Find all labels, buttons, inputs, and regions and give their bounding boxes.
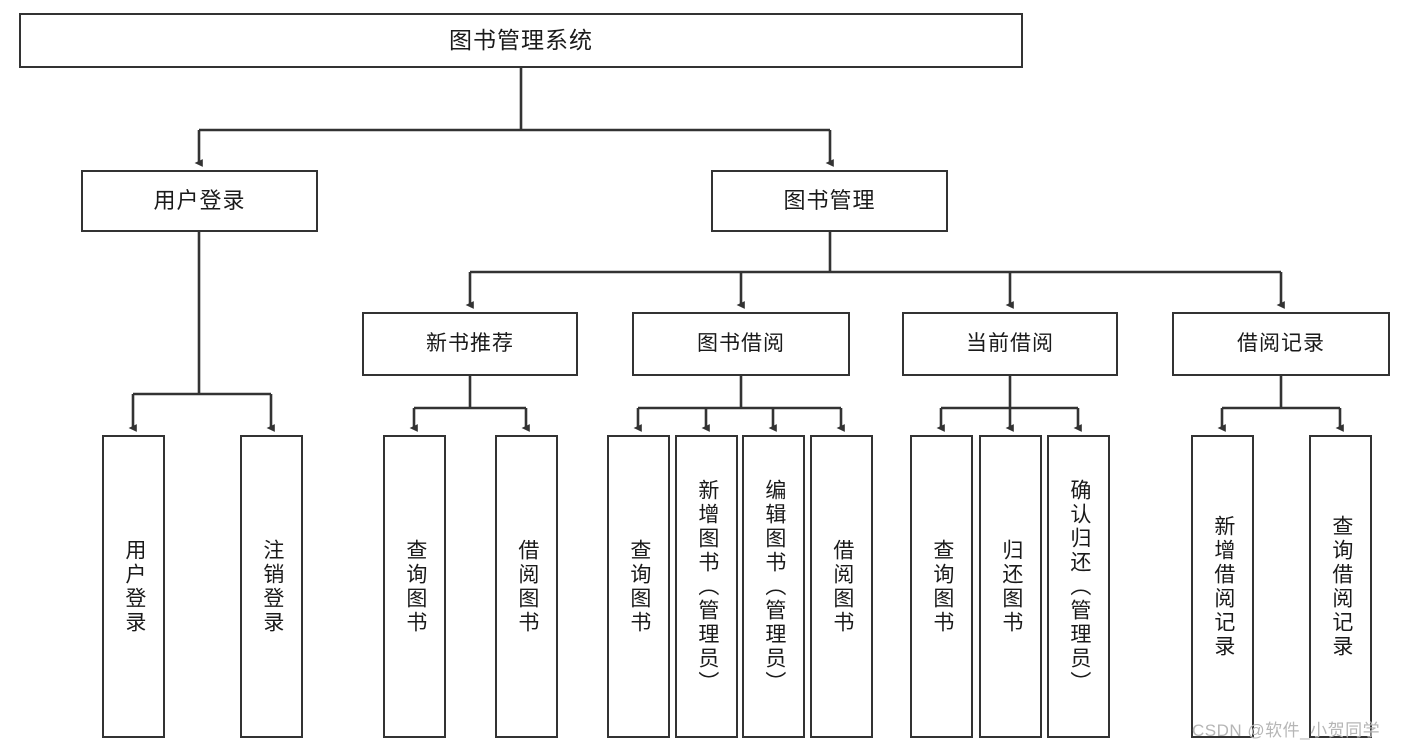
leaf-borrow-edit-book-admin[interactable]: 编辑图书（管理员）	[742, 435, 805, 738]
node-label: 借阅记录	[1237, 331, 1325, 355]
node-label: 归还图书	[999, 538, 1023, 635]
leaf-user-logout-action[interactable]: 注销登录	[240, 435, 303, 738]
node-label: 注销登录	[260, 538, 284, 635]
leaf-current-query-book[interactable]: 查询图书	[910, 435, 973, 738]
leaf-borrow-query-book[interactable]: 查询图书	[607, 435, 670, 738]
node-current-borrow[interactable]: 当前借阅	[902, 312, 1118, 376]
leaf-current-return-book[interactable]: 归还图书	[979, 435, 1042, 738]
node-label: 借阅图书	[830, 538, 854, 635]
leaf-borrow-add-book-admin[interactable]: 新增图书（管理员）	[675, 435, 738, 738]
node-borrow-record[interactable]: 借阅记录	[1172, 312, 1390, 376]
node-label: 查询图书	[403, 538, 427, 635]
node-book-borrow[interactable]: 图书借阅	[632, 312, 850, 376]
leaf-borrow-borrow-book[interactable]: 借阅图书	[810, 435, 873, 738]
node-label: 当前借阅	[966, 331, 1054, 355]
node-label: 查询图书	[930, 538, 954, 635]
node-label: 图书借阅	[697, 331, 785, 355]
node-user-login[interactable]: 用户登录	[81, 170, 318, 232]
node-label: 新增借阅记录	[1211, 514, 1235, 659]
node-new-book-recommend[interactable]: 新书推荐	[362, 312, 578, 376]
leaf-recommend-borrow-book[interactable]: 借阅图书	[495, 435, 558, 738]
node-label: 新书推荐	[426, 331, 514, 355]
leaf-recommend-query-book[interactable]: 查询图书	[383, 435, 446, 738]
node-label: 确认归还（管理员）	[1067, 478, 1091, 695]
node-label: 借阅图书	[515, 538, 539, 635]
node-label: 用户登录	[122, 538, 146, 635]
leaf-record-add-borrow-record[interactable]: 新增借阅记录	[1191, 435, 1254, 738]
node-label: 编辑图书（管理员）	[762, 478, 786, 695]
node-label: 图书管理	[783, 188, 876, 214]
node-label: 新增图书（管理员）	[695, 478, 719, 695]
leaf-user-login-action[interactable]: 用户登录	[102, 435, 165, 738]
node-label: 图书管理系统	[449, 27, 593, 54]
leaf-record-query-borrow-record[interactable]: 查询借阅记录	[1309, 435, 1372, 738]
leaf-current-confirm-return-admin[interactable]: 确认归还（管理员）	[1047, 435, 1110, 738]
node-book-management[interactable]: 图书管理	[711, 170, 948, 232]
node-root-system[interactable]: 图书管理系统	[19, 13, 1023, 68]
node-label: 用户登录	[153, 188, 246, 214]
node-label: 查询借阅记录	[1329, 514, 1353, 659]
node-label: 查询图书	[627, 538, 651, 635]
csdn-watermark: CSDN @软件_小贺同学	[1192, 721, 1381, 740]
